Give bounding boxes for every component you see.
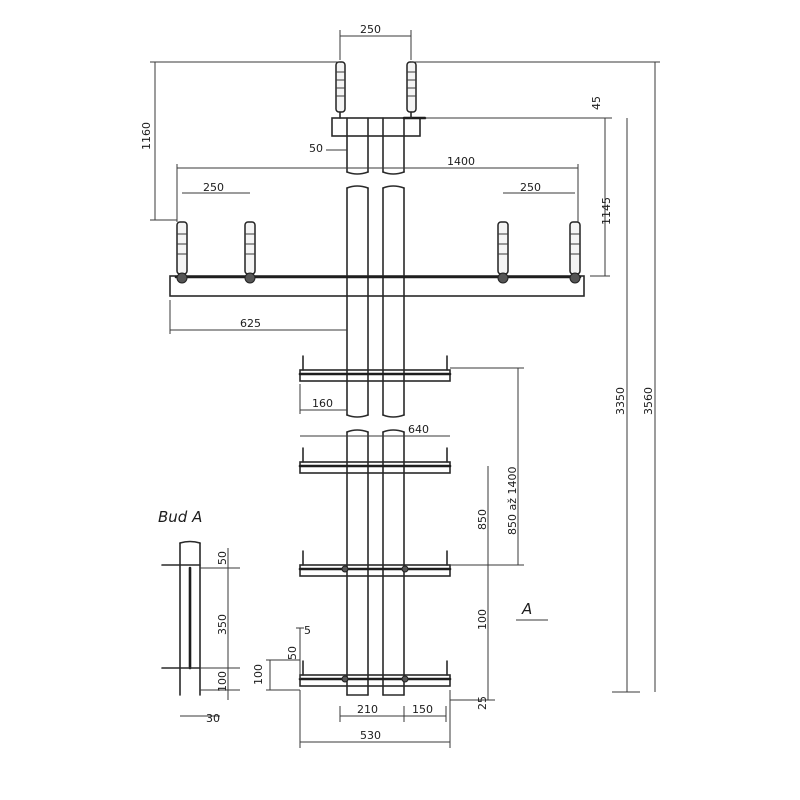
arm-insulator [244,221,256,275]
dim-bottom-50: 50 [286,646,299,660]
dim-top-offset: 50 [309,142,323,155]
arm-insulator [569,221,581,275]
dim-arm-reach: 625 [240,317,261,330]
arm-insulator [497,221,509,275]
dim-top-height: 1160 [140,122,153,150]
dim-base-150: 150 [412,703,433,716]
dim-bracket-width: 640 [408,423,429,436]
dim-bottom-25: 25 [476,696,489,710]
dimensions: 250 1160 50 45 1400 250 250 1145 625 160… [140,23,660,748]
dim-spacing-range: 850 až 1400 [506,467,519,536]
dim-top-s: 45 [590,96,603,110]
detail-dim-350: 350 [216,614,229,635]
top-head [331,61,427,137]
dim-top-width: 250 [360,23,381,36]
detail-dim-100: 100 [216,671,229,692]
dim-left-pair: 250 [203,181,224,194]
dim-total-3560: 3560 [642,387,655,415]
dim-bracket-offset: 160 [312,397,333,410]
lower-brackets [298,355,452,687]
detail-view-a: Bud A 50 350 100 30 [158,508,240,725]
dim-total-3350: 3350 [614,387,627,415]
dim-bottom-5: 5 [304,624,311,637]
detail-dim-50: 50 [216,551,229,565]
pole-shafts [346,117,405,696]
dim-spacing-100: 100 [476,609,489,630]
dim-arm-drop: 1145 [600,197,613,225]
dim-bottom-100: 100 [252,664,265,685]
dim-right-pair: 250 [520,181,541,194]
dim-arm-width: 1400 [447,155,475,168]
dim-spacing-850: 850 [476,509,489,530]
view-a-marker-label: A [521,600,532,618]
dim-base-total: 530 [360,729,381,742]
view-a-marker: A [516,600,548,621]
detail-dim-30: 30 [206,712,220,725]
detail-title: Bud A [158,508,202,526]
arm-insulator [176,221,188,275]
dim-base-210: 210 [357,703,378,716]
main-cross-arm [169,221,585,297]
